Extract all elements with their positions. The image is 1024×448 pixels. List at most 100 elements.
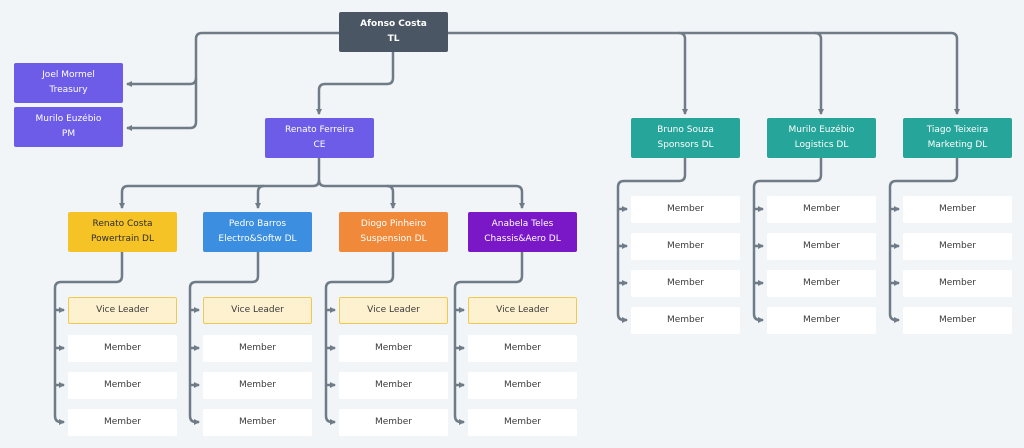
chief-engineer-name: Renato Ferreira [284,125,355,135]
marketing-lead-role: Marketing DL [927,140,988,150]
connector-line [448,31,960,115]
chassis-lead-node[interactable]: Anabela Teles Chassis&Aero DL [468,212,577,252]
member-node[interactable]: Member [468,372,577,399]
member-node[interactable]: Member [631,233,740,260]
connector-line [616,158,687,323]
member-label: Member [503,343,542,353]
member-node[interactable]: Member [468,409,577,436]
pm-role: PM [61,129,76,139]
connector-line [888,158,959,323]
member-node[interactable]: Member [767,307,876,334]
vice-leader-node[interactable]: Vice Leader [203,297,312,324]
member-label: Member [374,417,413,427]
member-node[interactable]: Member [203,372,312,399]
member-node[interactable]: Member [767,233,876,260]
treasury-name: Joel Mormel [42,70,95,80]
vice-leader-node[interactable]: Vice Leader [468,297,577,324]
chassis-lead-name: Anabela Teles [491,219,554,229]
sponsors-lead-role: Sponsors DL [657,140,714,150]
sponsors-lead-node[interactable]: Bruno Souza Sponsors DL [631,118,740,158]
member-label: Member [103,380,142,390]
marketing-lead-name: Tiago Teixeira [926,125,989,135]
member-node[interactable]: Member [767,196,876,223]
member-node[interactable]: Member [203,409,312,436]
member-label: Member [666,204,705,214]
vice-leader-label: Vice Leader [231,305,284,315]
electro-lead-role: Electro&Softw DL [218,234,297,244]
powertrain-lead-name: Renato Costa [92,219,153,229]
member-node[interactable]: Member [903,270,1012,297]
logistics-lead-role: Logistics DL [794,140,849,150]
member-label: Member [238,343,277,353]
member-node[interactable]: Member [468,335,577,362]
member-node[interactable]: Member [903,307,1012,334]
sponsors-lead-name: Bruno Souza [657,125,714,135]
connector-line [814,31,824,115]
member-node[interactable]: Member [68,409,177,436]
member-node[interactable]: Member [68,372,177,399]
chief-engineer-role: CE [313,140,326,150]
logistics-lead-node[interactable]: Murilo Euzébio Logistics DL [767,118,876,158]
vice-leader-label: Vice Leader [96,305,149,315]
pm-name: Murilo Euzébio [35,114,102,124]
member-label: Member [503,380,542,390]
connector-line [453,252,524,425]
connector-line [752,158,823,323]
treasury-node[interactable]: Joel Mormel Treasury [14,63,123,103]
member-label: Member [802,204,841,214]
suspension-lead-node[interactable]: Diogo Pinheiro Suspension DL [339,212,448,252]
member-label: Member [802,278,841,288]
member-label: Member [802,315,841,325]
member-node[interactable]: Member [903,196,1012,223]
marketing-lead-node[interactable]: Tiago Teixeira Marketing DL [903,118,1012,158]
member-label: Member [374,380,413,390]
member-label: Member [802,241,841,251]
treasury-role: Treasury [49,85,88,95]
powertrain-lead-role: Powertrain DL [91,234,154,244]
member-label: Member [938,204,977,214]
powertrain-lead-node[interactable]: Renato Costa Powertrain DL [68,212,177,252]
team-leader-node[interactable]: Afonso Costa TL [339,12,448,52]
member-label: Member [938,241,977,251]
vice-leader-node[interactable]: Vice Leader [339,297,448,324]
connector-line [255,184,265,209]
member-label: Member [666,315,705,325]
member-node[interactable]: Member [903,233,1012,260]
chief-engineer-node[interactable]: Renato Ferreira CE [265,118,374,158]
vice-leader-node[interactable]: Vice Leader [68,297,177,324]
connector-line [119,158,321,209]
connector-line [188,252,260,425]
suspension-lead-name: Diogo Pinheiro [360,219,427,229]
connector-line [317,179,525,209]
member-label: Member [503,417,542,427]
electro-lead-node[interactable]: Pedro Barros Electro&Softw DL [203,212,312,252]
member-node[interactable]: Member [339,335,448,362]
suspension-lead-role: Suspension DL [360,234,427,244]
logistics-lead-name: Murilo Euzébio [788,125,855,135]
member-node[interactable]: Member [203,335,312,362]
vice-leader-label: Vice Leader [496,305,549,315]
member-node[interactable]: Member [339,372,448,399]
team-leader-role: TL [387,34,400,44]
vice-leader-label: Vice Leader [367,305,420,315]
member-node[interactable]: Member [339,409,448,436]
member-node[interactable]: Member [631,196,740,223]
member-node[interactable]: Member [631,270,740,297]
pm-node[interactable]: Murilo Euzébio PM [14,107,123,147]
member-label: Member [238,417,277,427]
member-label: Member [238,380,277,390]
member-label: Member [666,278,705,288]
connector-line [678,31,688,115]
electro-lead-name: Pedro Barros [228,219,287,229]
chassis-lead-role: Chassis&Aero DL [484,234,561,244]
member-label: Member [374,343,413,353]
connector-line [126,31,339,131]
connector-line [53,252,124,425]
connector-line [316,52,395,115]
member-label: Member [666,241,705,251]
member-label: Member [103,417,142,427]
member-node[interactable]: Member [767,270,876,297]
member-node[interactable]: Member [68,335,177,362]
member-node[interactable]: Member [631,307,740,334]
